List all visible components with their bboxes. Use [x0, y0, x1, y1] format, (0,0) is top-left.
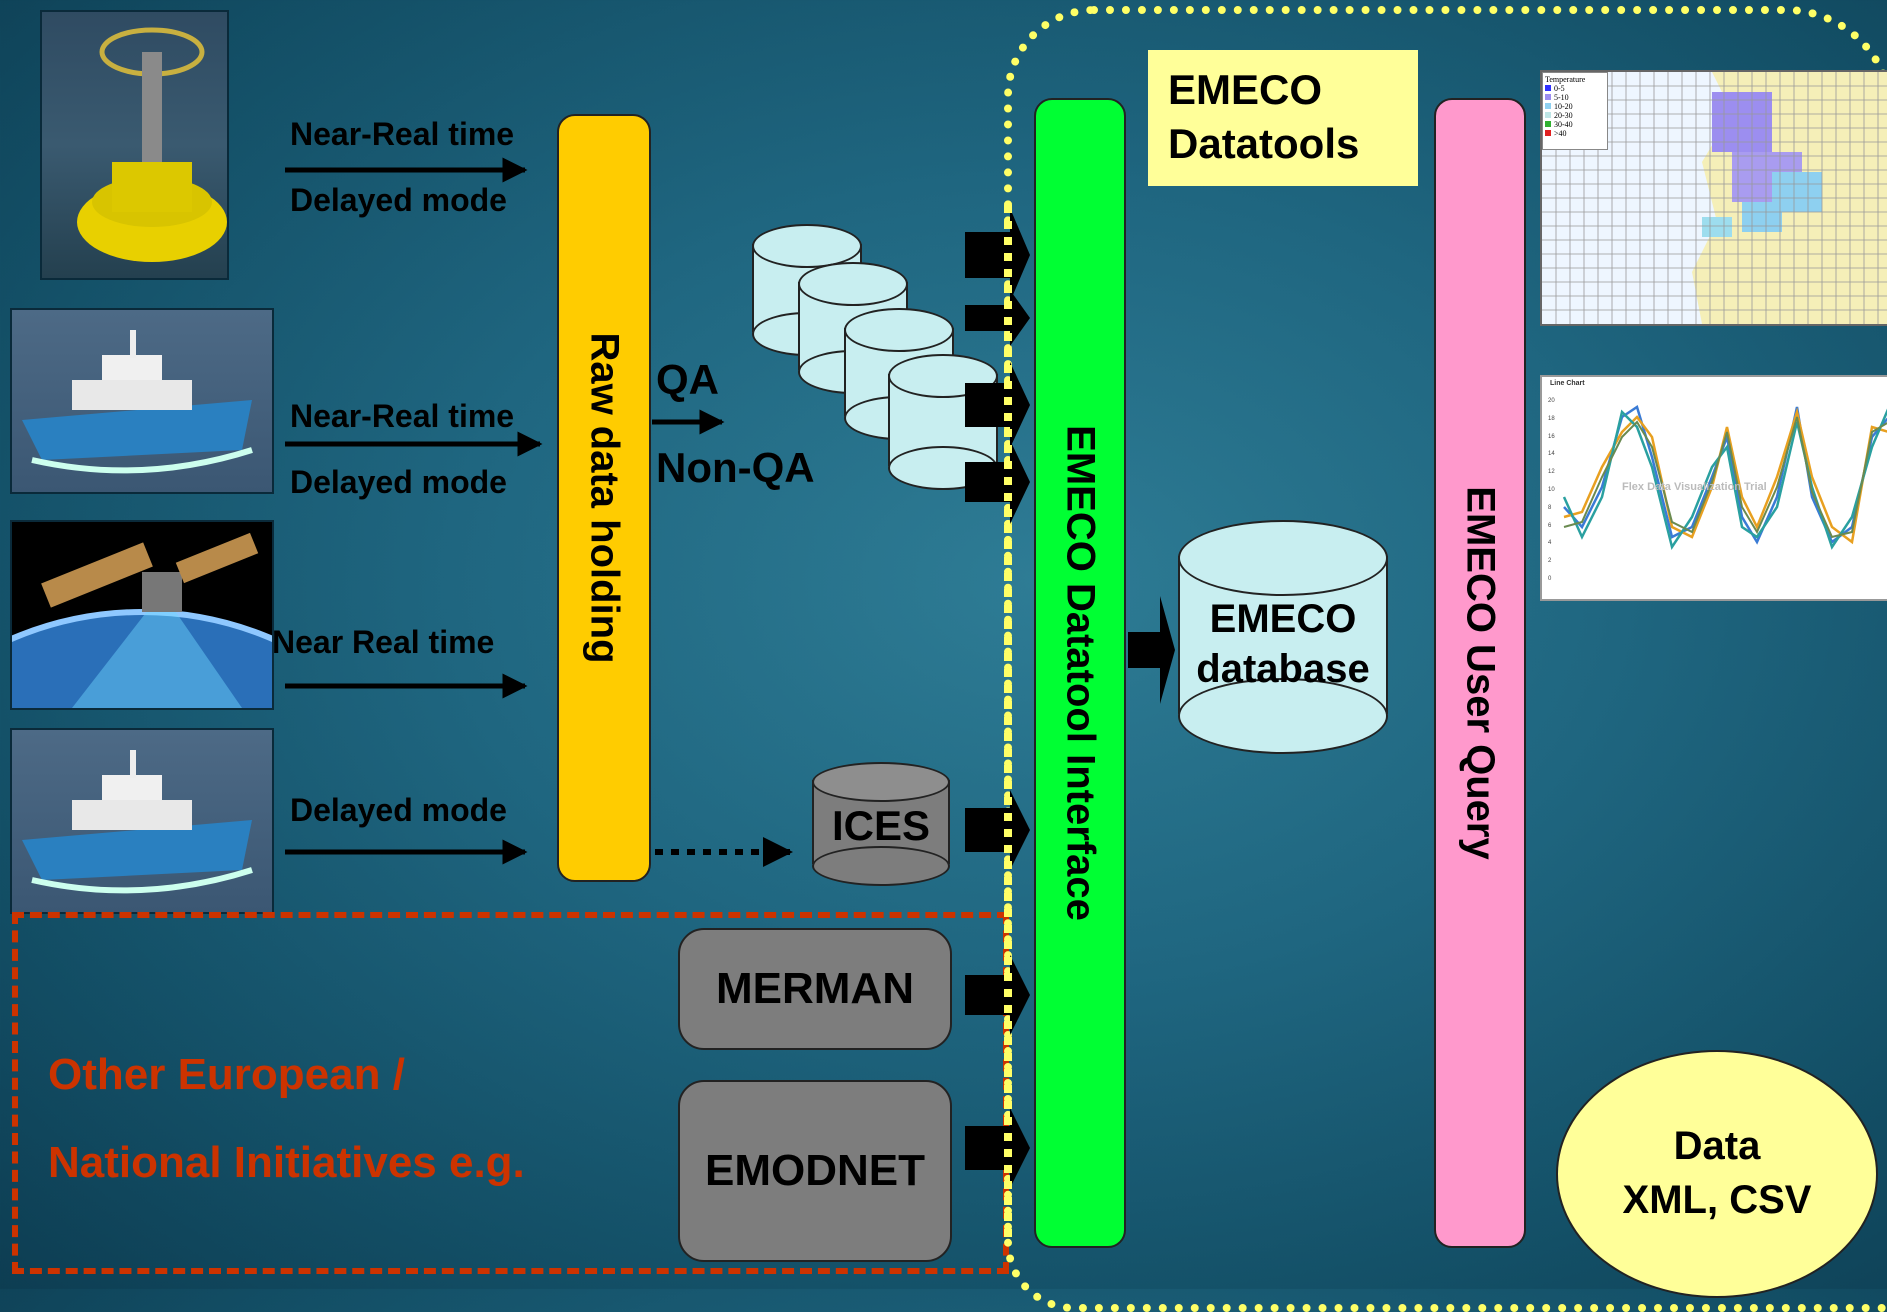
ices-label: ICES [831, 802, 931, 849]
satellite-near-real-label: Near Real time [272, 624, 495, 660]
other-initiatives-line1: Other European / [48, 1050, 405, 1099]
map-legend-item: 5-10 [1545, 93, 1605, 102]
buoy-photo [40, 10, 229, 280]
ship-delayed-label: Delayed mode [290, 464, 507, 500]
user-query-bar: EMECO User Query [1434, 98, 1526, 1248]
map-legend-item: >40 [1545, 129, 1605, 138]
ices-cylinder: ICES [812, 762, 950, 886]
datatools-title-box: EMECO Datatools [1148, 50, 1418, 186]
emeco-database-cylinder: EMECO database [1178, 520, 1388, 754]
ship2-delayed-label: Delayed mode [290, 792, 507, 828]
research-ship-photo-2 [10, 728, 274, 914]
emeco-database-line1: EMECO [1209, 596, 1357, 641]
data-output-line1: Data [1673, 1123, 1761, 1168]
research-ship-photo [10, 308, 274, 494]
line-chart-title: Line Chart [1550, 380, 1585, 387]
qa-label: QA [656, 356, 719, 403]
temperature-map-thumbnail: Temperature 0-5 5-10 10-20 20-30 30-40 >… [1540, 70, 1887, 326]
emeco-database-line2: database [1196, 646, 1370, 691]
datatool-interface-bar: EMECO Datatool Interface [1034, 98, 1126, 1248]
merman-box: MERMAN [678, 928, 952, 1050]
buoy-near-real-label: Near-Real time [290, 116, 515, 152]
line-chart-watermark: Flex Data Visualization Trial [1622, 481, 1767, 493]
other-initiatives-line2: National Initiatives e.g. [48, 1138, 525, 1187]
map-legend-item: 20-30 [1545, 111, 1605, 120]
emodnet-box: EMODNET [678, 1080, 952, 1262]
map-legend-item: 10-20 [1545, 102, 1605, 111]
data-output-line2: XML, CSV [1622, 1177, 1812, 1222]
datatools-title-line2: Datatools [1168, 120, 1360, 167]
non-qa-label: Non-QA [656, 444, 815, 491]
datatools-title-line1: EMECO [1168, 66, 1323, 113]
map-legend-item: 30-40 [1545, 120, 1605, 129]
buoy-delayed-label: Delayed mode [290, 182, 507, 218]
map-legend: Temperature 0-5 5-10 10-20 20-30 30-40 >… [1542, 72, 1608, 150]
data-output-ellipse: Data XML, CSV [1556, 1050, 1878, 1298]
datatool-interface-label: EMECO Datatool Interface [1058, 425, 1103, 921]
satellite-photo [10, 520, 274, 710]
raw-data-holding-bar: Raw data holding [557, 114, 651, 882]
map-legend-title: Temperature [1545, 75, 1586, 84]
map-legend-item: 0-5 [1545, 84, 1605, 93]
user-query-label: EMECO User Query [1458, 486, 1503, 860]
ship-near-real-label: Near-Real time [290, 398, 515, 434]
